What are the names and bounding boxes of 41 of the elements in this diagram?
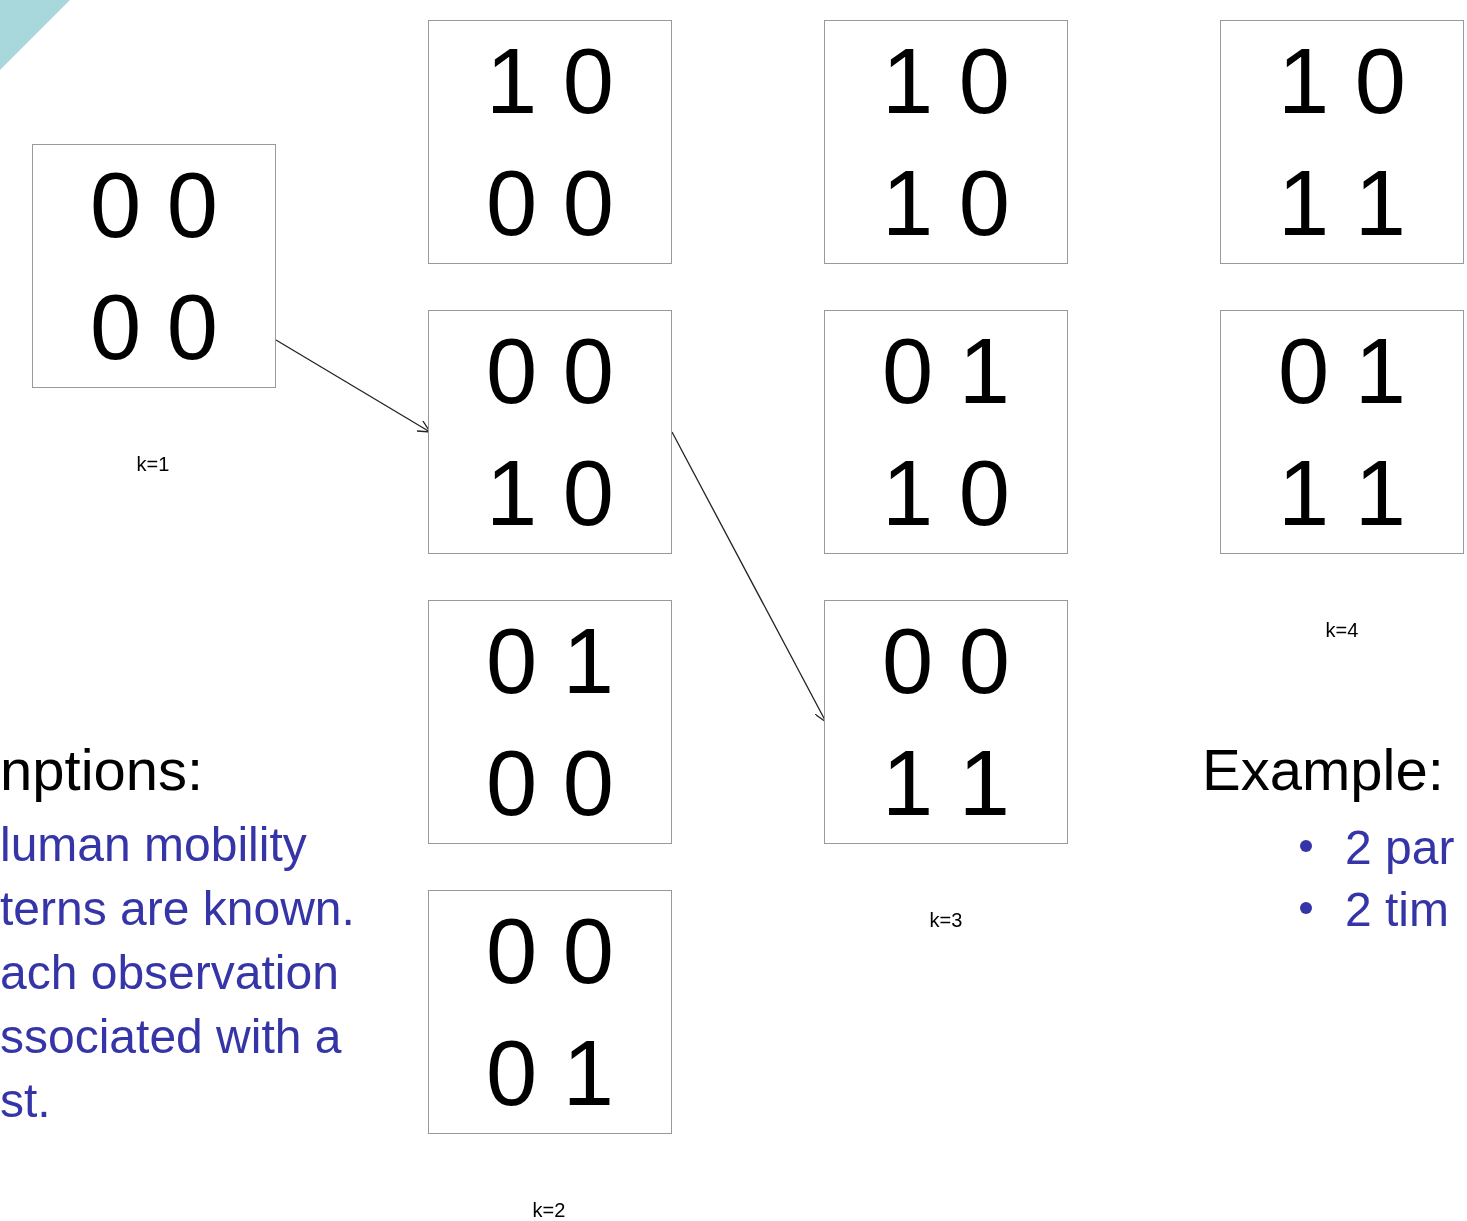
matrix-row-text: 1 1 [1278,441,1406,546]
k-label: k=2 [532,1200,566,1220]
matrix-row-text: 1 0 [882,441,1010,546]
matrix-row-text: 0 0 [90,153,218,258]
matrix-box [1220,310,1464,554]
matrix-row-text: 1 0 [486,29,614,134]
matrix-row-text: 0 1 [1278,319,1406,424]
matrix-row-text: 0 0 [486,319,614,424]
matrix-row-text: 0 1 [486,1021,614,1126]
matrix-row-text: 1 0 [882,29,1010,134]
matrix-row-text: 1 0 [882,151,1010,256]
bullet-text: 2 tim [1345,886,1449,934]
k-label: k=4 [1325,620,1359,640]
matrix-row-text: 0 1 [882,319,1010,424]
matrix-row-text: 1 1 [1278,151,1406,256]
matrix-box [1220,20,1464,264]
bullet-text: ach observation [0,949,339,997]
matrix-row-text: 1 0 [486,441,614,546]
matrix-row-text: 0 1 [486,609,614,714]
matrix-row-text: 0 0 [90,275,218,380]
matrix-box [428,310,672,554]
matrix-box [824,600,1068,844]
bullet-text: ssociated with a [0,1013,342,1061]
bullet-text: terns are known. [0,885,355,933]
matrix-row-text: 1 1 [882,731,1010,836]
bullet-text: 2 par [1345,824,1455,872]
k-label: k=3 [929,910,963,930]
matrix-box [428,600,672,844]
matrix-row-text: 0 0 [486,899,614,1004]
matrix-box [428,20,672,264]
matrix-box [428,890,672,1134]
matrix-box [824,310,1068,554]
matrix-row-text: 1 0 [1278,29,1406,134]
matrix-row-text: 0 0 [882,609,1010,714]
matrix-box [824,20,1068,264]
matrix-row-text: 0 0 [486,731,614,836]
matrix-row-text: 0 0 [486,151,614,256]
k-label: k=1 [136,454,170,474]
bullet-text: st. [0,1077,51,1125]
matrix-box [32,144,276,388]
bullet-text: luman mobility [0,821,307,869]
